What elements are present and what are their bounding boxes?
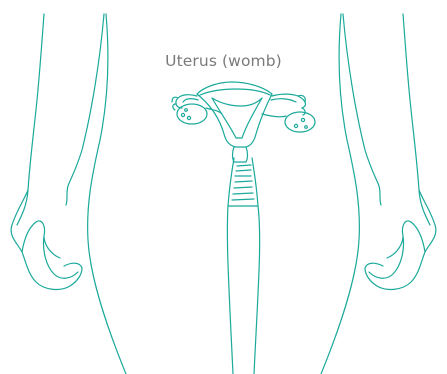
left-hand (11, 190, 82, 289)
right-arm-inner-line (343, 14, 381, 205)
left-ovary-follicle (187, 116, 190, 119)
right-hand (365, 190, 436, 289)
left-fallopian-tube (176, 95, 198, 108)
right-ovary-follicle (305, 126, 308, 129)
canal-right-line (254, 206, 260, 374)
left-ovary-follicle (185, 109, 188, 112)
canal-left-line (227, 206, 233, 374)
vaginal-rugae (232, 165, 254, 200)
right-ovary (285, 112, 315, 132)
left-arm-inner-line (66, 14, 104, 205)
right-ovarian-ligament (262, 114, 286, 117)
right-ovary-follicle (301, 118, 304, 121)
right-body-outline (403, 14, 430, 225)
uterine-cavity (212, 98, 262, 138)
left-body-outline (17, 14, 44, 225)
cervix (233, 147, 248, 162)
fundus-arc (200, 89, 270, 95)
right-fallopian-tube (271, 94, 305, 108)
left-ovary-follicle (181, 113, 184, 116)
right-ovary-follicle (294, 124, 297, 127)
uterus-label: Uterus (womb) (0, 52, 447, 70)
